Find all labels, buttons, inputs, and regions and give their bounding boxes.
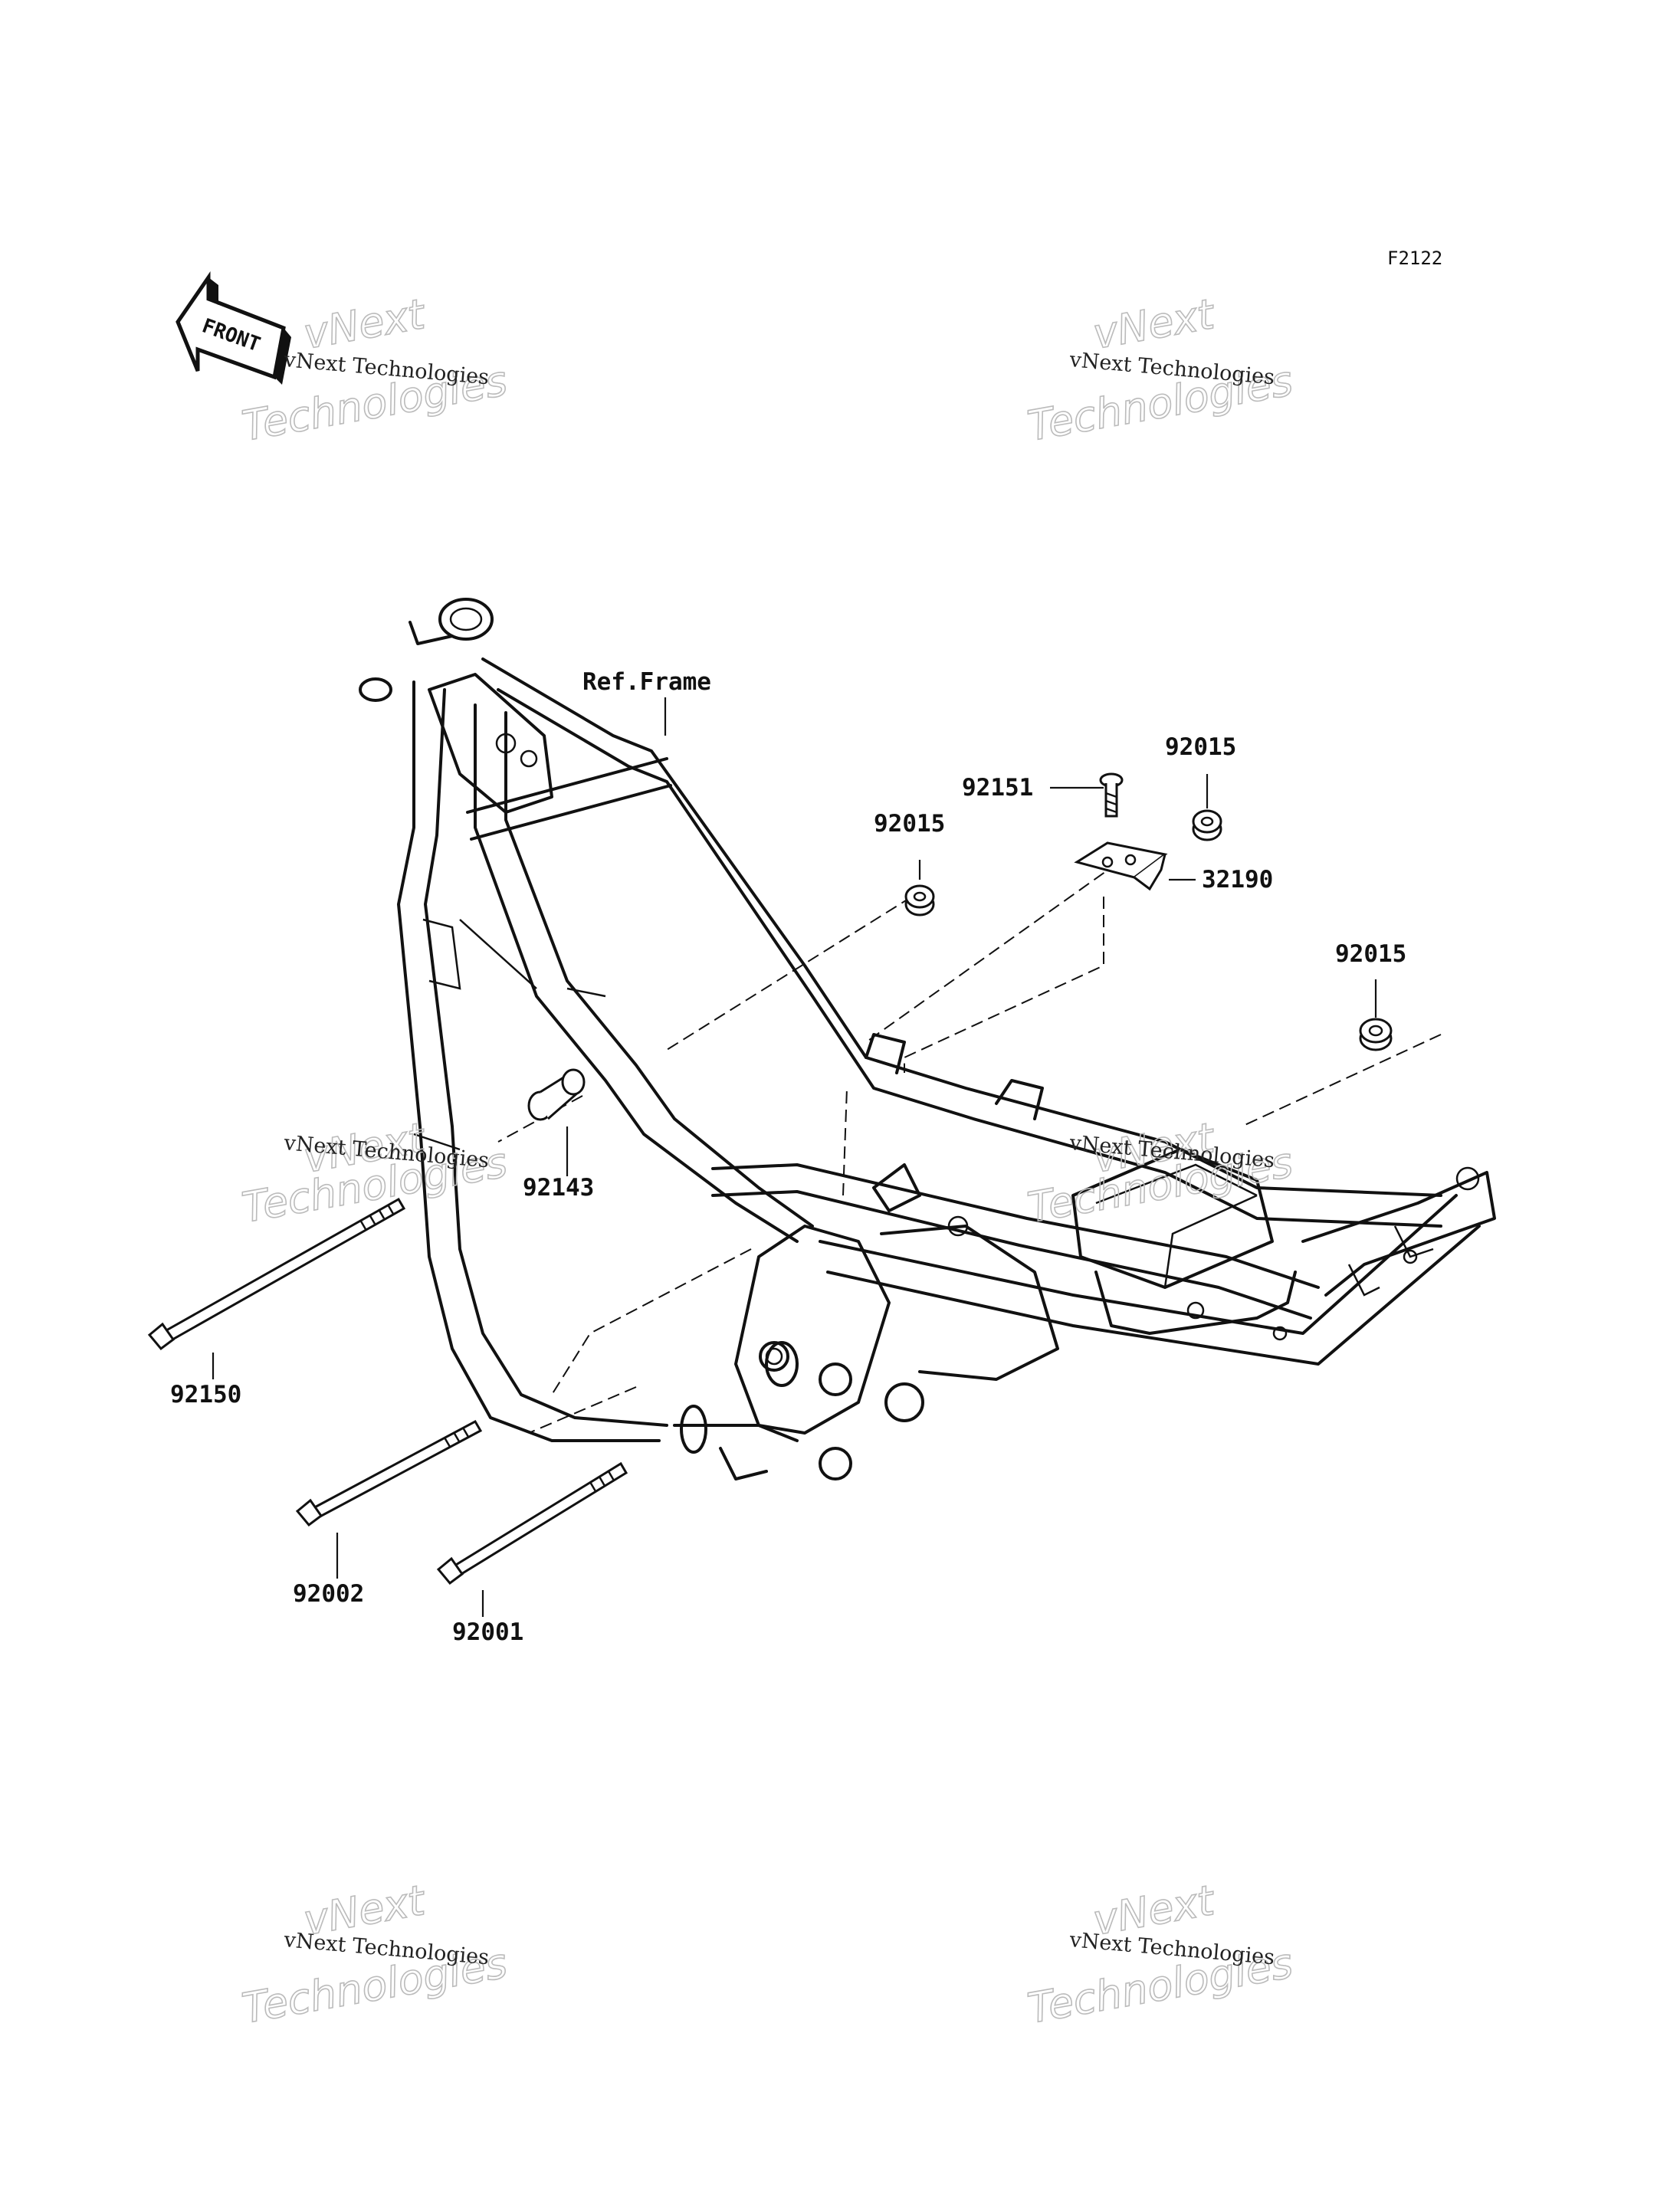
diagram-code: F2122 — [1387, 248, 1442, 269]
part-label-32190[interactable]: 32190 — [1202, 866, 1273, 894]
part-92150-long-bolt[interactable] — [147, 1197, 406, 1351]
part-92001-bolt[interactable] — [436, 1461, 628, 1585]
front-arrow-icon: FRONT — [176, 271, 291, 385]
svg-text:vNext: vNext — [1089, 290, 1219, 359]
watermark-top-right: vNext Technologies vNext Technologies — [1024, 289, 1298, 451]
part-label-92150[interactable]: 92150 — [170, 1381, 241, 1408]
part-label-92002[interactable]: 92002 — [293, 1580, 364, 1608]
part-label-92151[interactable]: 92151 — [962, 774, 1033, 802]
svg-text:vNext: vNext — [300, 290, 429, 359]
part-92015-collar-right[interactable] — [1359, 1018, 1393, 1051]
part-92002-bolt[interactable] — [295, 1419, 483, 1527]
watermark-mid-right: vNext Technologies vNext Technologies — [1024, 1113, 1298, 1233]
part-92015-collar-upper-right[interactable] — [1192, 809, 1222, 841]
part-label-92015-b[interactable]: 92015 — [1165, 733, 1236, 761]
part-92015-collar-upper-left[interactable] — [904, 884, 935, 917]
part-label-92001[interactable]: 92001 — [452, 1618, 523, 1646]
part-label-92015-c[interactable]: 92015 — [1335, 940, 1406, 968]
alignment-lines — [497, 861, 1442, 1434]
part-label-92143[interactable]: 92143 — [523, 1174, 594, 1202]
part-92151-bolt[interactable] — [1099, 772, 1124, 818]
part-92143-spacer[interactable] — [527, 1068, 586, 1121]
part-32190-bracket[interactable] — [1074, 841, 1168, 891]
watermark-bottom-left: vNext Technologies vNext Technologies — [238, 1875, 512, 2034]
leader-lines — [212, 697, 1377, 1617]
part-label-92015-a[interactable]: 92015 — [874, 810, 945, 838]
ref-frame-label: Ref.Frame — [582, 668, 711, 696]
watermark-bottom-right: vNext Technologies vNext Technologies — [1024, 1875, 1298, 2034]
frame-drawing — [359, 598, 1496, 1481]
